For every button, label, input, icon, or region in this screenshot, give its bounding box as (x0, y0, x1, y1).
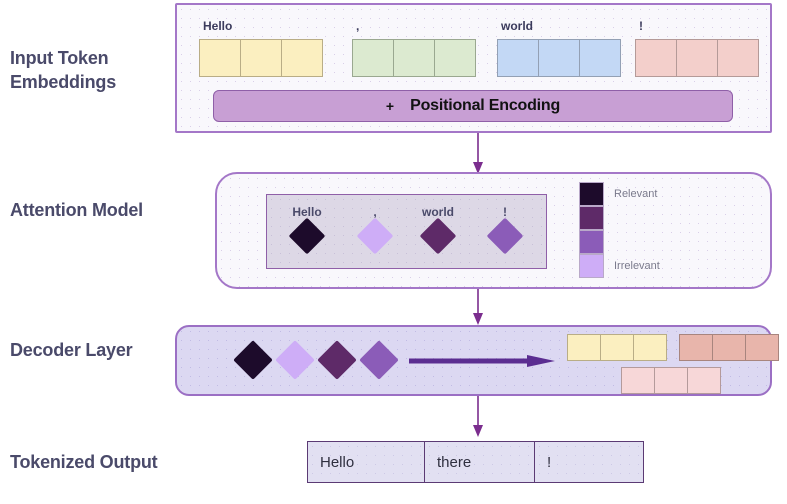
embedding-cell (635, 39, 677, 77)
legend-label-relevant: Relevant (614, 188, 658, 200)
decoder-output-cell (712, 334, 746, 361)
decoder-output-cell (679, 334, 713, 361)
decoder-output-block-rose (621, 367, 721, 394)
decoder-diamond (275, 340, 315, 380)
output-token-cell: there (424, 441, 535, 483)
token-group-world: world (497, 19, 621, 77)
decoder-output-block-salmon (679, 334, 779, 361)
token-group-comma: , (352, 19, 476, 77)
token-label: , (356, 19, 360, 33)
plus-icon: + (385, 98, 395, 114)
decoder-output-cell (687, 367, 721, 394)
token-label: ! (639, 19, 643, 33)
tokenized-output-table: Hello there ! (307, 441, 644, 483)
attention-token-label: , (373, 205, 377, 219)
embedding-cell (393, 39, 435, 77)
connector-arrow-attention-to-decoder (471, 289, 485, 331)
embedding-cell (434, 39, 476, 77)
output-token-cell: Hello (307, 441, 425, 483)
legend-swatch (579, 230, 604, 254)
token-group-hello: Hello (199, 19, 323, 77)
decoder-diamond (233, 340, 273, 380)
connector-arrow-input-to-attention (471, 133, 485, 175)
decoder-output-cell (621, 367, 655, 394)
embedding-cell (497, 39, 539, 77)
embedding-cell (281, 39, 323, 77)
embedding-cell (717, 39, 759, 77)
embedding-cell-row (497, 39, 621, 77)
output-token-cell: ! (534, 441, 644, 483)
decoder-diamond (359, 340, 399, 380)
decoder-output-cell (600, 334, 634, 361)
embedding-cell (240, 39, 282, 77)
legend-swatch (579, 254, 604, 278)
token-label: Hello (203, 19, 233, 33)
attention-token-label: ! (503, 205, 507, 219)
attention-diamond (419, 217, 457, 255)
connector-arrow-decoder-to-output (471, 396, 485, 438)
decoder-output-block-yellow (567, 334, 667, 361)
legend-label-irrelevant: Irrelevant (614, 260, 660, 272)
embedding-cell (538, 39, 580, 77)
attention-matrix: Hello , world ! (266, 194, 547, 269)
legend-row-3 (579, 230, 739, 254)
forward-arrow-icon (409, 355, 555, 367)
row-label-input-token-embeddings: Input Token Embeddings (10, 48, 117, 92)
embedding-cell-row (635, 39, 759, 77)
attention-column-hello: Hello (277, 205, 337, 255)
embedding-cell (199, 39, 241, 77)
attention-model-panel: Hello , world ! Relevant (215, 172, 772, 289)
down-arrow-icon (473, 133, 483, 174)
attention-column-exclamation: ! (475, 205, 535, 255)
attention-token-label: Hello (292, 205, 322, 219)
down-arrow-icon (473, 396, 483, 437)
attention-diamond (288, 217, 326, 255)
positional-encoding-bar: + Positional Encoding (213, 90, 733, 122)
legend-row-2 (579, 206, 739, 230)
decoder-diamond (317, 340, 357, 380)
legend-row-relevant: Relevant (579, 182, 739, 206)
legend-swatch (579, 182, 604, 206)
row-label-tokenized-output: Tokenized Output (10, 452, 158, 472)
embedding-cell (579, 39, 621, 77)
input-embeddings-panel: Hello , world ! (175, 3, 772, 133)
legend-swatch (579, 206, 604, 230)
token-group-exclamation: ! (635, 19, 759, 77)
decoder-output-cell (633, 334, 667, 361)
positional-encoding-label: Positional Encoding (410, 97, 561, 114)
attention-column-comma: , (345, 205, 405, 255)
decoder-layer-panel (175, 325, 779, 396)
embedding-cell (352, 39, 394, 77)
legend-row-irrelevant: Irrelevant (579, 254, 739, 278)
attention-diamond (356, 217, 394, 255)
attention-legend: Relevant Irrelevant (579, 182, 739, 278)
down-arrow-icon (473, 289, 483, 325)
attention-column-world: world (408, 205, 468, 255)
embedding-cell (676, 39, 718, 77)
embedding-cell-row (199, 39, 323, 77)
token-label: world (501, 19, 533, 33)
row-label-attention-model: Attention Model (10, 200, 143, 220)
decoder-output-cell (654, 367, 688, 394)
attention-diamond (486, 217, 524, 255)
decoder-output-cell (745, 334, 779, 361)
embedding-cell-row (352, 39, 476, 77)
decoder-output-cell (567, 334, 601, 361)
attention-token-label: world (422, 205, 454, 219)
row-label-decoder-layer: Decoder Layer (10, 340, 133, 360)
